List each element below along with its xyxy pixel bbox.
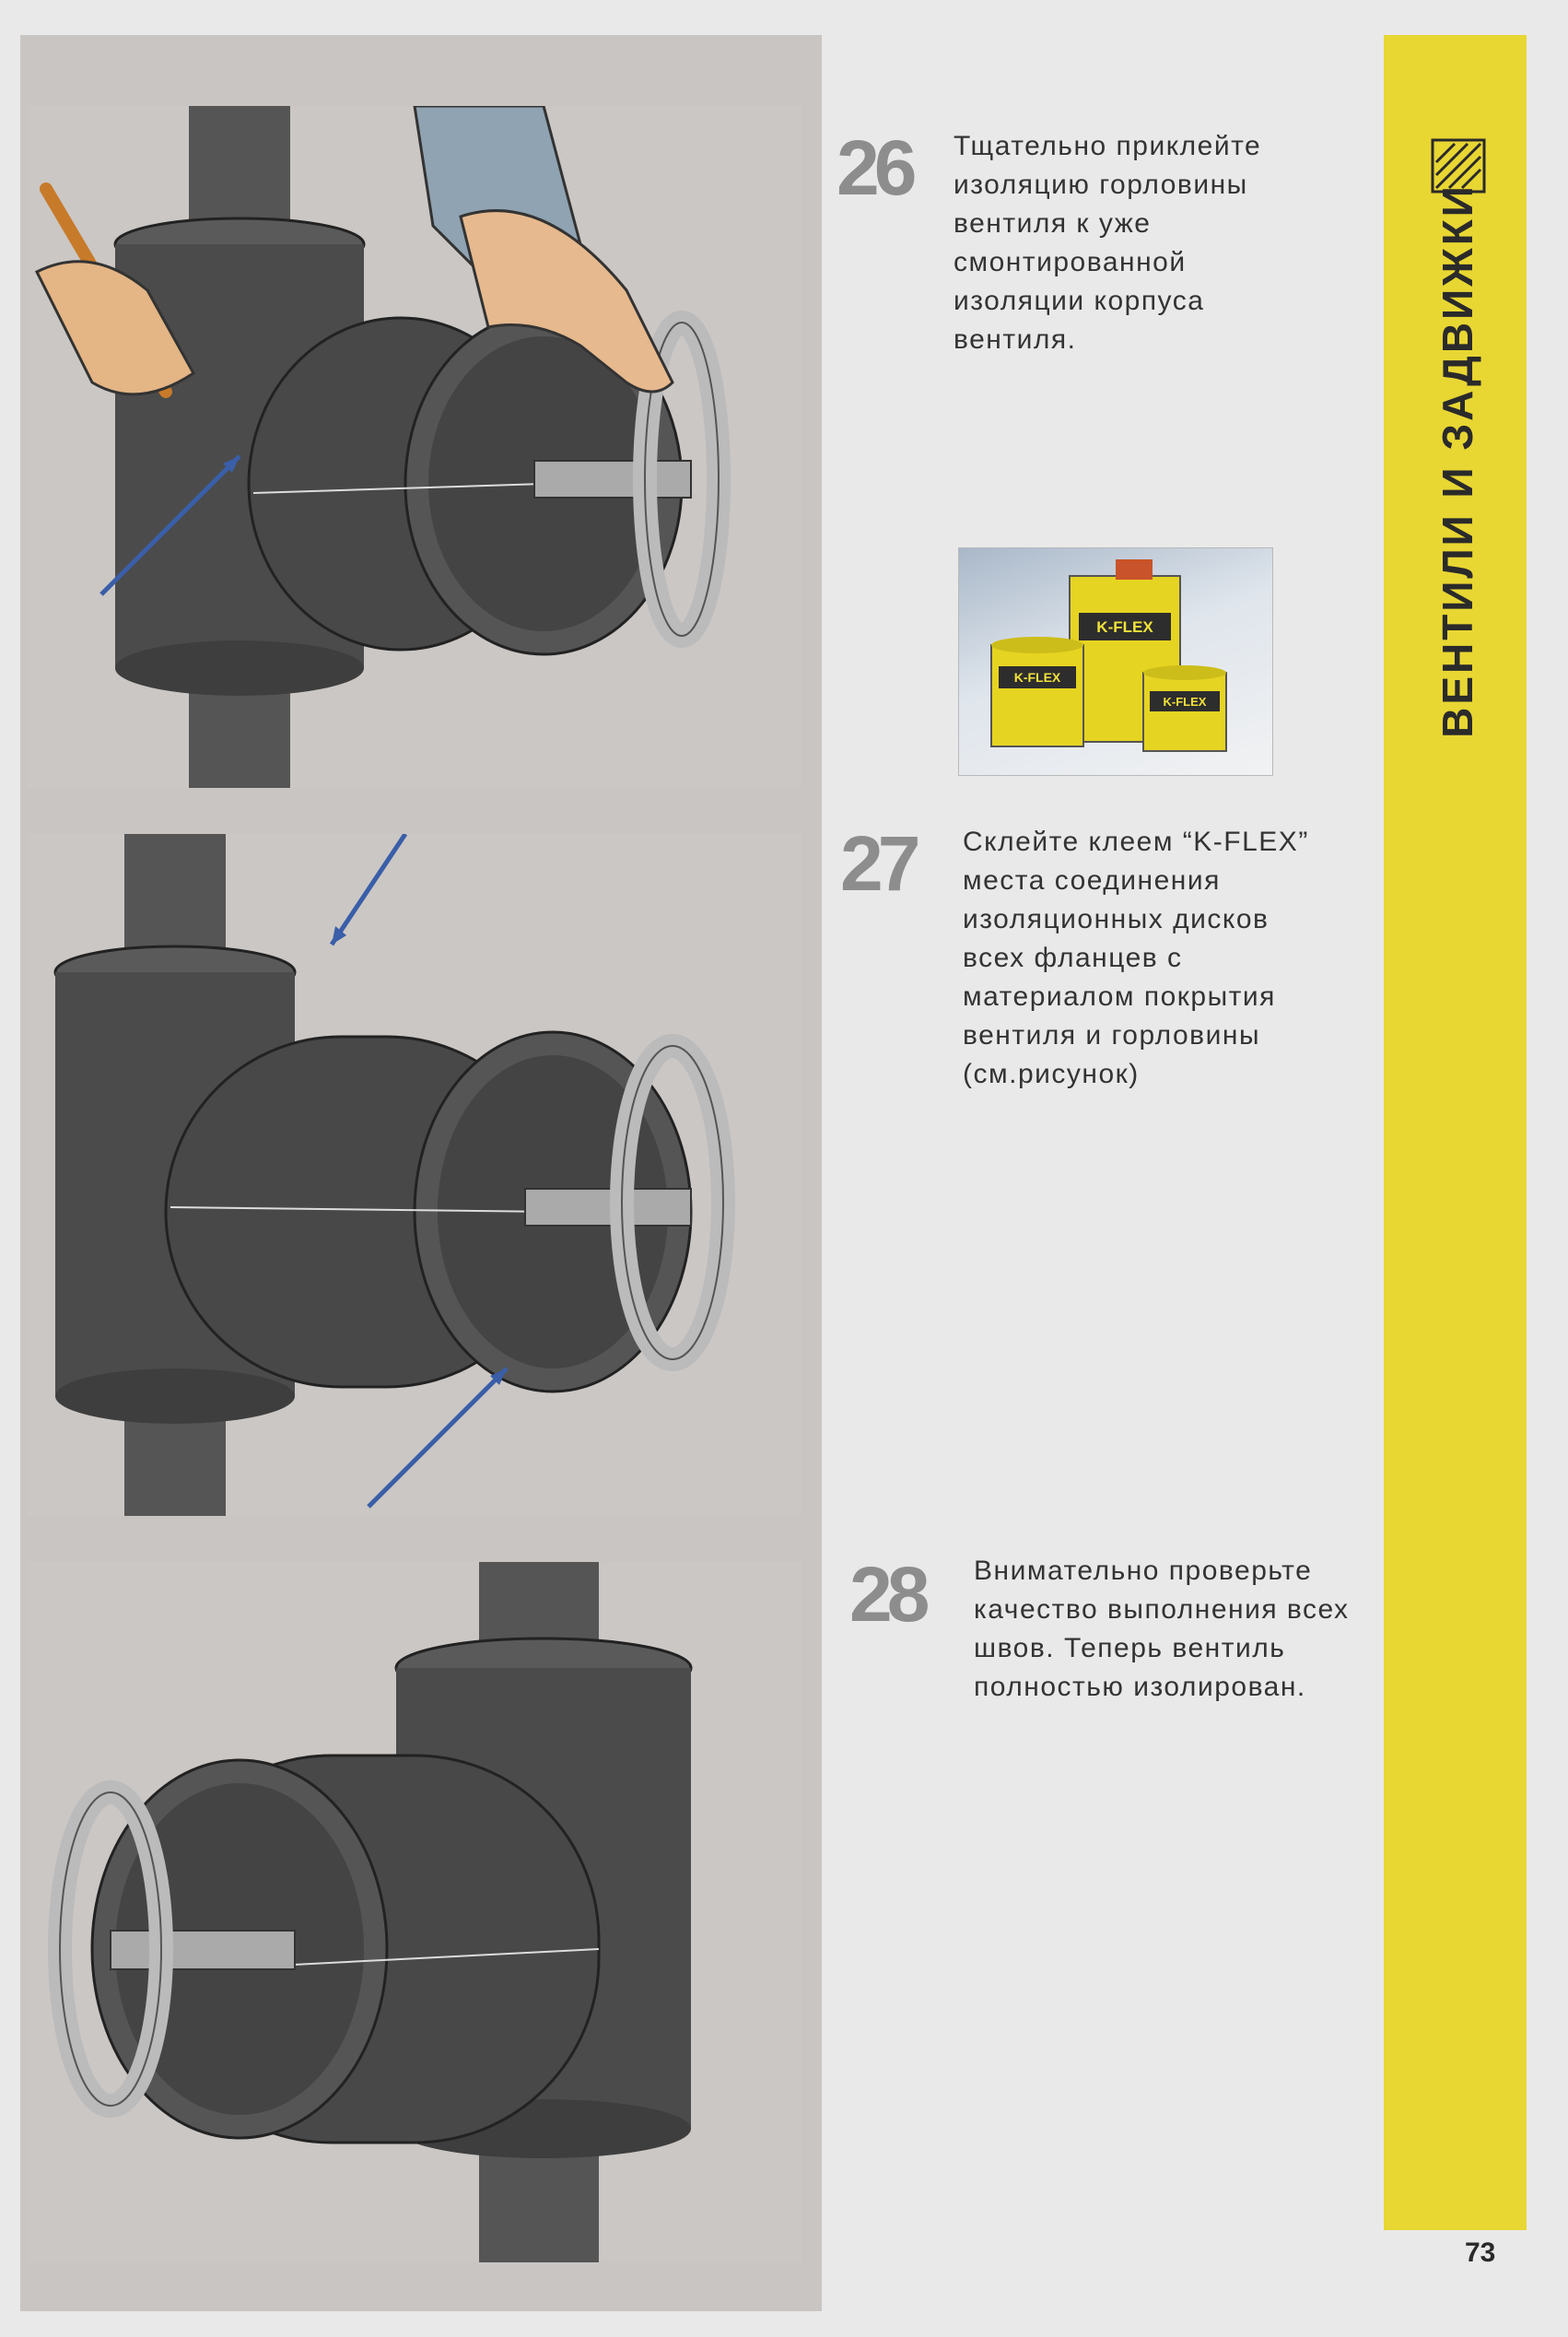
product-photo-glue-cans: K-FLEX K-FLEX K-FLEX bbox=[958, 547, 1273, 776]
valve-gluing-illustration bbox=[28, 106, 802, 788]
step-instruction: Внимательно проверьте качество выполнени… bbox=[974, 1556, 1350, 1702]
illustration-step-27 bbox=[28, 834, 802, 1516]
illustration-step-28 bbox=[28, 1562, 802, 2262]
flange-gluing-illustration bbox=[28, 834, 802, 1516]
step-number: 27 bbox=[840, 820, 920, 907]
section-side-band bbox=[1384, 35, 1527, 2230]
layered-triangle-logo-icon bbox=[1431, 138, 1486, 194]
product-brand-label-small: K-FLEX bbox=[1164, 695, 1207, 709]
product-brand-label-large: K-FLEX bbox=[1096, 618, 1153, 636]
illustration-step-26 bbox=[28, 106, 802, 788]
step-number: 26 bbox=[837, 124, 917, 211]
step-instruction: Склейте клеем “K-FLEX” места соединения … bbox=[963, 827, 1309, 1089]
insulated-valve-illustration bbox=[28, 1562, 802, 2262]
section-title: ВЕНТИЛИ И ЗАДВИЖКИ bbox=[1433, 183, 1481, 738]
step-instruction: Тщательно приклейте изоляцию горловины в… bbox=[954, 131, 1262, 355]
step-number: 28 bbox=[849, 1551, 930, 1638]
product-brand-label-medium: K-FLEX bbox=[1014, 670, 1061, 685]
page-number: 73 bbox=[1465, 2237, 1496, 2268]
